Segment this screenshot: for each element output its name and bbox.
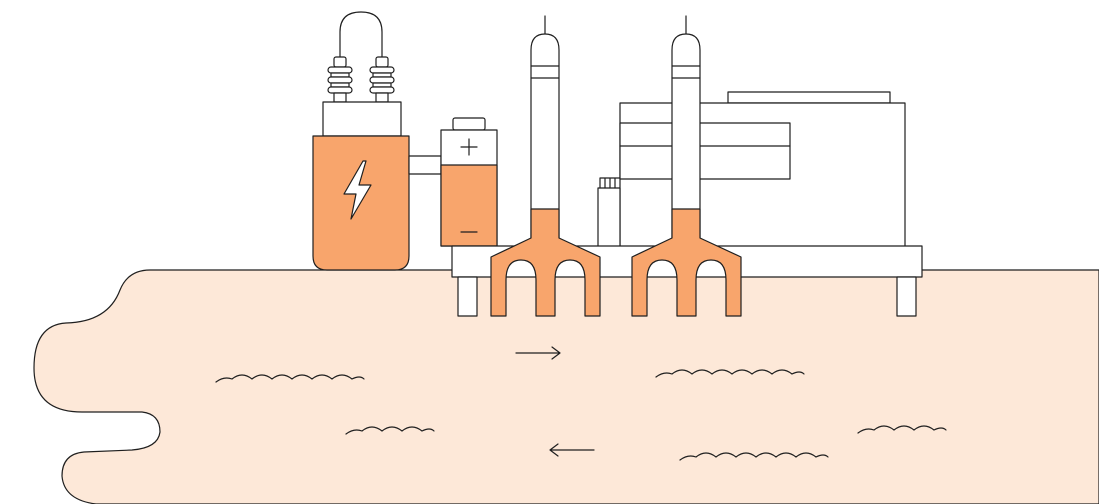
arrow-left-icon [549,443,595,457]
wave-line [679,452,829,461]
connector [408,155,442,175]
lightning-bolt-icon [343,160,372,220]
electrode [631,15,742,317]
wave-lines [215,369,947,461]
electrode [490,15,601,317]
transformer [312,101,410,271]
battery [440,117,498,247]
arrow-right-icon [515,346,561,360]
plus-sign-icon [460,138,478,156]
wave-line [655,369,805,378]
power-station [597,91,906,248]
insulator [327,56,353,103]
wave-line [857,425,947,434]
insulator [369,56,395,103]
wave-line [345,426,435,435]
wave-line [215,374,365,383]
transformer-insulators [327,11,395,103]
water-body [33,269,1099,504]
